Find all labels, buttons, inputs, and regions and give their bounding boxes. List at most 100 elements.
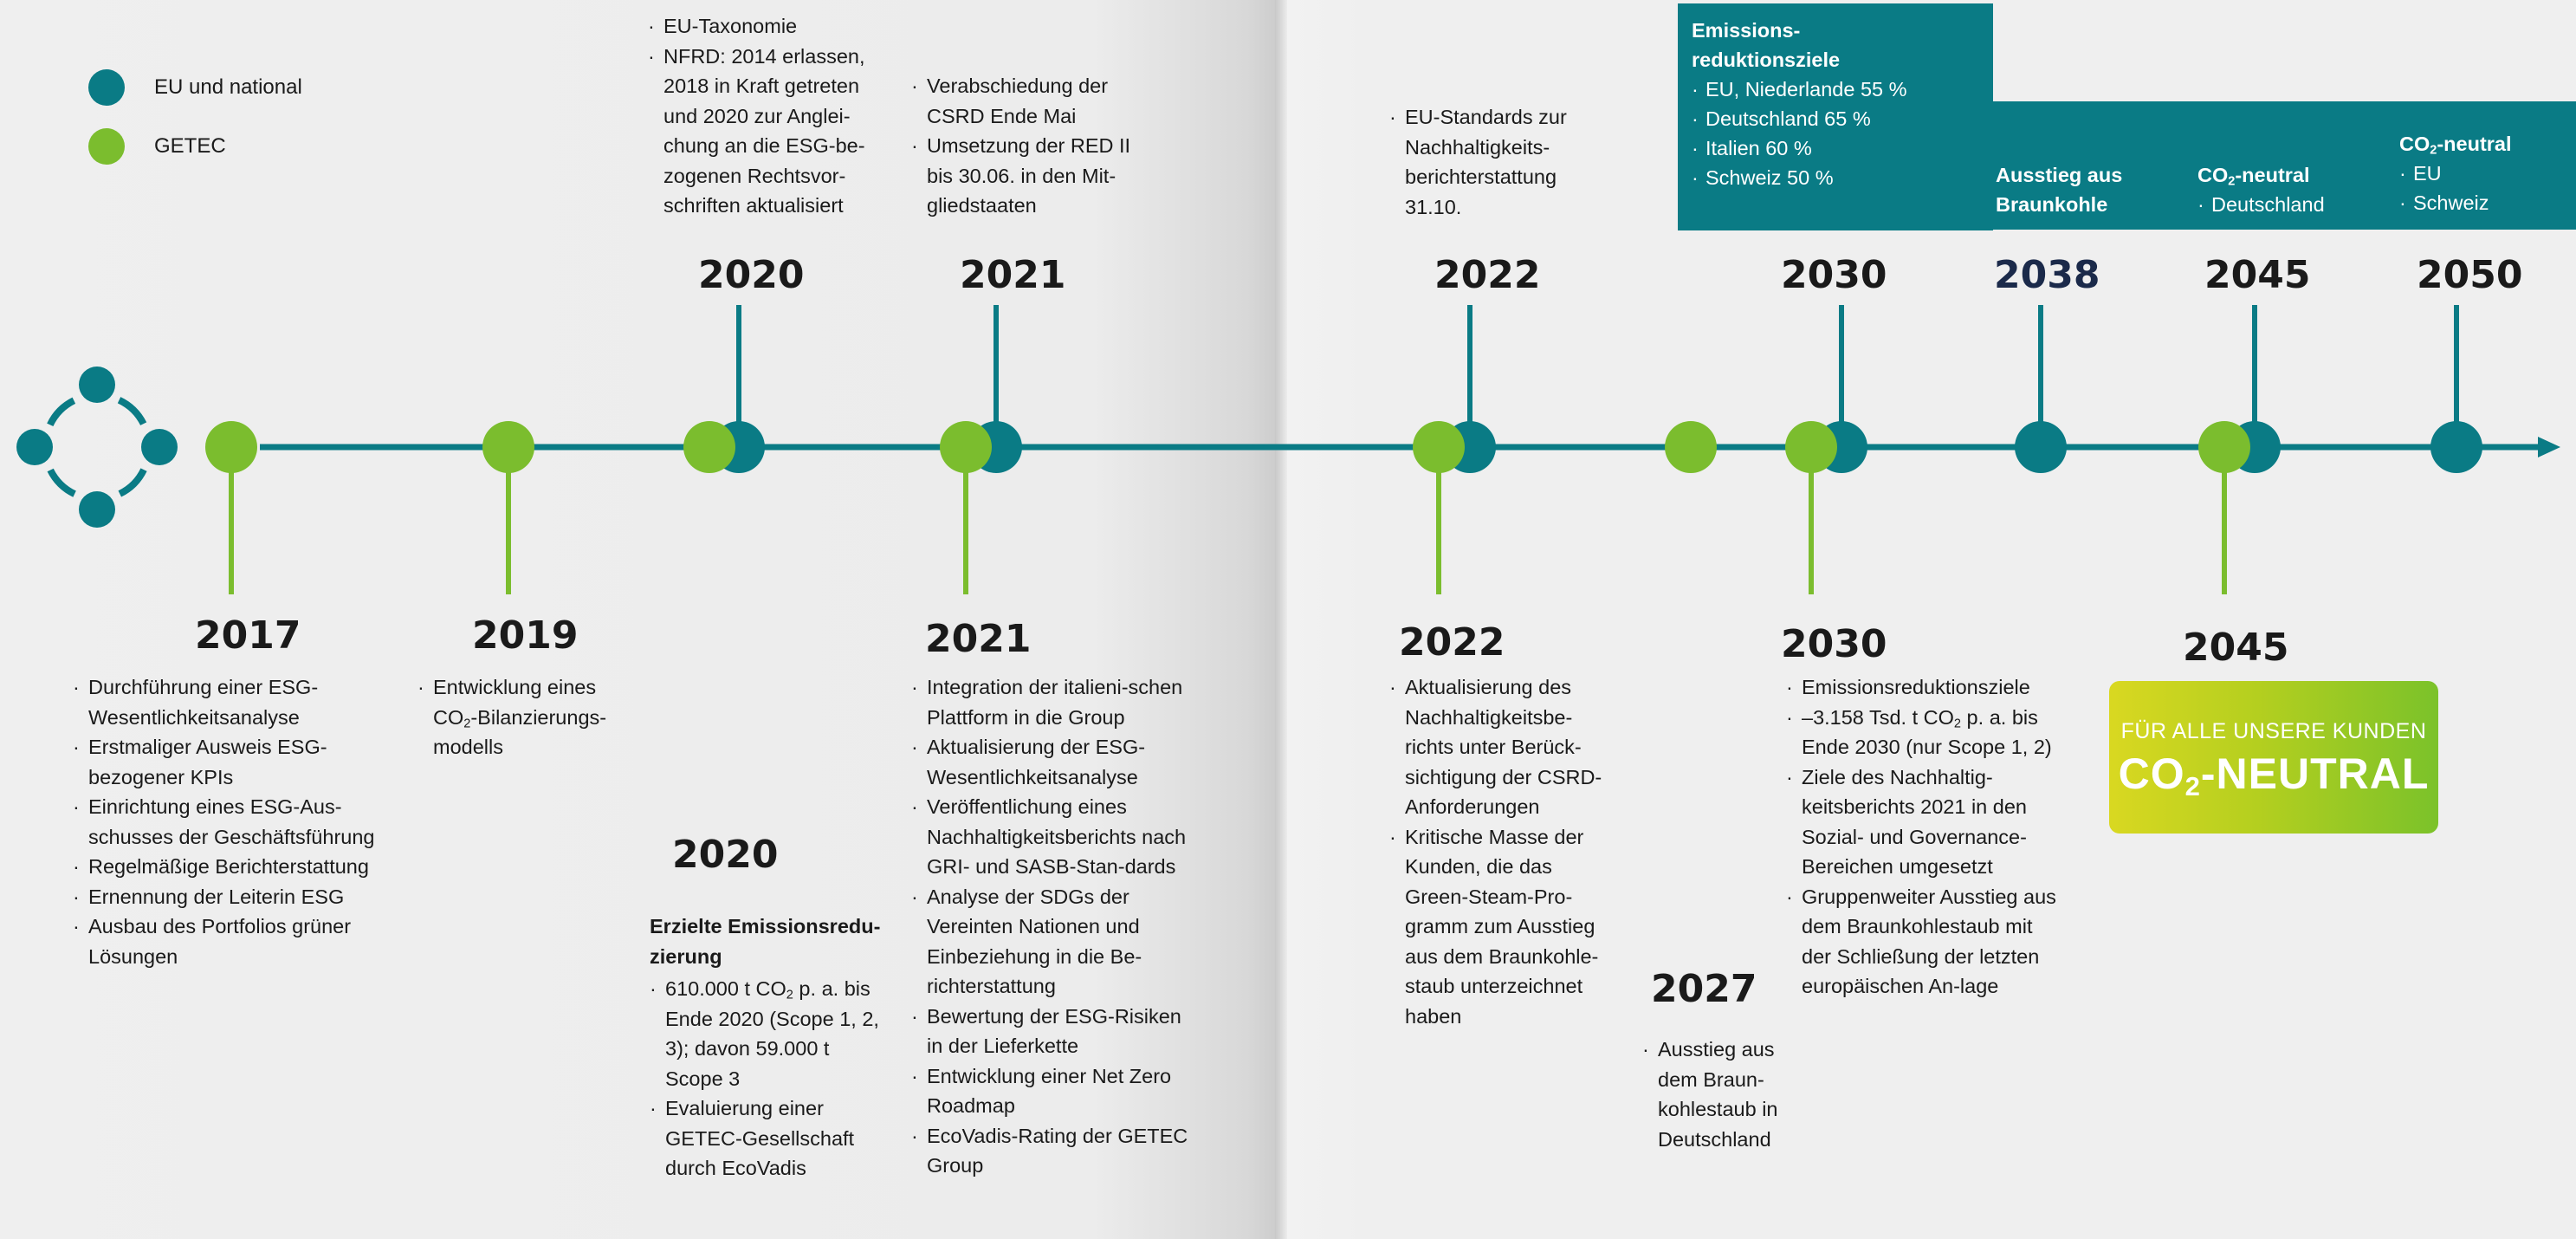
co2-neutral-de-list: Deutschland [2197,190,2388,219]
bottom-2017-list: Durchführung einer ESG-Wesentlichkeitsan… [73,672,376,971]
co2-neutral-eu-box: CO2-neutral EU Schweiz [2385,101,2576,230]
dot-eu-2050 [2430,421,2482,473]
top-year-2020: 2020 [698,253,805,297]
bottom-2020-list: 610.000 t CO2 p. a. bis Ende 2020 (Scope… [650,974,883,1184]
bottom-2030-item: Emissionsreduktionsziele [1786,672,2061,703]
co2-text: CO [2399,133,2430,155]
bottom-year-2019: 2019 [472,613,579,658]
top-year-2050: 2050 [2417,253,2523,297]
bottom-2017-item: Ausbau des Portfolios grüner Lösungen [73,911,376,971]
lignite-exit-box: Ausstieg aus Braunkohle [1982,101,2198,230]
top-2022-list: EU-Standards zur Nachhaltigkeits-bericht… [1389,102,1589,222]
dot-getec-2027 [1665,421,1717,473]
bottom-2030-list: Emissionsreduktionsziele –3.158 Tsd. t C… [1786,672,2061,1002]
top-2020-item: EU-Taxonomie [648,11,873,42]
bottom-2019-item: Entwicklung eines CO2-Bilanzierungs-mode… [417,672,624,762]
dot-getec-2022 [1413,421,1465,473]
top-year-2045: 2045 [2204,253,2311,297]
teal-dot-icon [88,69,125,106]
legend-label-getec: GETEC [154,134,226,158]
bottom-2027-item: Ausstieg aus dem Braun-kohlestaub in Deu… [1642,1035,1790,1154]
bottom-2017-item: Einrichtung eines ESG-Aus-schusses der G… [73,792,376,852]
dot-getec-2030 [1785,421,1837,473]
dot-getec-2045 [2198,421,2250,473]
bottom-2017-item: Regelmäßige Berichterstattung [73,852,376,882]
bottom-2021-item: Aktualisierung der ESG-Wesentlichkeitsan… [911,732,1188,792]
bottom-2030-item: Ziele des Nachhaltig-keitsberichts 2021 … [1786,762,2061,882]
bottom-year-2030: 2030 [1781,622,1887,666]
bottom-2021-item: Analyse der SDGs der Vereinten Nationen … [911,882,1188,1002]
bottom-2030-item: Gruppenweiter Ausstieg aus dem Braunkohl… [1786,882,2061,1002]
dot-getec-2020 [683,421,735,473]
co2-subscript: 2 [463,717,471,731]
top-2020-list: EU-Taxonomie NFRD: 2014 erlassen, 2018 i… [648,11,873,221]
bottom-2017-item: Ernennung der Leiterin ESG [73,882,376,912]
bottom-2021-item: Integration der italieni-schen Plattform… [911,672,1188,732]
legend-item-getec: GETEC [88,128,226,165]
co2-neutral-eu-item: Schweiz [2399,188,2576,217]
top-2021-list: Verabschiedung der CSRD Ende Mai Umsetzu… [911,71,1138,221]
bottom-year-2020: 2020 [672,833,779,877]
bottom-2019-list: Entwicklung eines CO2-Bilanzierungs-mode… [417,672,624,762]
bottom-2027-list: Ausstieg aus dem Braun-kohlestaub in Deu… [1642,1035,1790,1154]
bottom-year-2045: 2045 [2183,626,2289,670]
emission-targets-list: EU, Niederlande 55 % Deutschland 65 % It… [1692,75,1981,192]
dot-getec-2017 [205,421,257,473]
co2-text: Entwicklung eines CO [433,676,597,729]
co2-neutral-de-item: Deutschland [2197,190,2388,219]
top-year-2022: 2022 [1434,253,1541,297]
bottom-2017-item: Erstmaliger Ausweis ESG-bezogener KPIs [73,732,376,792]
dot-getec-2021 [940,421,992,473]
co2-neutral-eu-title: CO2-neutral [2399,129,2576,159]
dot-eu-2038 [2015,421,2067,473]
co2-neutral-eu-item: EU [2399,159,2576,188]
co2-subscript: 2 [2184,770,2201,801]
co2-neutral-de-title: CO2-neutral [2197,160,2388,190]
badge-caption: FÜR ALLE UNSERE KUNDEN [2120,719,2427,743]
dot-getec-2019 [482,421,534,473]
co2-suffix: -neutral [2235,164,2310,186]
bottom-2022-item: Aktualisierung des Nachhaltigkeitsbe-ric… [1389,672,1608,822]
bottom-2021-list: Integration der italieni-schen Plattform… [911,672,1188,1181]
top-2021-item: Verabschiedung der CSRD Ende Mai [911,71,1138,131]
co2-neutral-de-box: CO2-neutral Deutschland [2184,101,2400,230]
emission-target-item: Schweiz 50 % [1692,163,1981,192]
emission-target-item: EU, Niederlande 55 % [1692,75,1981,104]
co2-subscript: 2 [2430,143,2437,158]
co2-suffix: p. a. bis Ende 2020 (Scope 1, 2, 3); dav… [665,977,879,1090]
page-fold [1275,0,1287,1239]
cycle-icon [16,367,178,528]
bottom-2022-list: Aktualisierung des Nachhaltigkeitsbe-ric… [1389,672,1608,1031]
badge-headline: CO2-NEUTRAL [2109,749,2438,801]
bottom-2030-item: –3.158 Tsd. t CO2 p. a. bis Ende 2030 (n… [1786,703,2061,762]
timeline-arrowhead-icon [2538,437,2560,457]
top-2021-item: Umsetzung der RED II bis 30.06. in den M… [911,131,1138,221]
bottom-year-2021: 2021 [925,617,1032,661]
bottom-2017-item: Durchführung einer ESG-Wesentlichkeitsan… [73,672,376,732]
bottom-2022-item: Kritische Masse der Kunden, die das Gree… [1389,822,1608,1032]
emission-targets-box: Emissions-reduktionsziele EU, Niederland… [1678,3,1993,230]
legend-item-eu: EU und national [88,69,302,106]
bottom-2021-item: Entwicklung einer Net Zero Roadmap [911,1061,1188,1121]
bottom-2021-item: Veröffentlichung eines Nachhaltigkeitsbe… [911,792,1188,882]
legend-label-eu: EU und national [154,75,302,99]
top-2022-item: EU-Standards zur Nachhaltigkeits-bericht… [1389,102,1589,222]
co2-suffix: -Bilanzierungs-modells [433,705,607,759]
top-year-2021: 2021 [960,253,1066,297]
bottom-year-2022: 2022 [1399,620,1505,665]
top-year-2030: 2030 [1781,253,1887,297]
co2-suffix: p. a. bis Ende 2030 (nur Scope 1, 2) [1802,705,2052,759]
co2-subscript: 2 [786,988,793,1002]
bottom-2021-item: EcoVadis-Rating der GETEC Group [911,1121,1188,1181]
co2-subscript: 2 [1953,717,1962,731]
lignite-exit-title: Ausstieg aus Braunkohle [1996,164,2123,216]
bottom-2020-item: Evaluierung einer GETEC-Gesellschaft dur… [650,1093,883,1184]
co2-suffix: -NEUTRAL [2200,749,2430,798]
bottom-year-2017: 2017 [195,613,301,658]
emission-target-item: Italien 60 % [1692,133,1981,163]
co2-subscript: 2 [2228,174,2236,189]
co2-text: –3.158 Tsd. t CO [1802,705,1954,729]
emission-target-item: Deutschland 65 % [1692,104,1981,133]
